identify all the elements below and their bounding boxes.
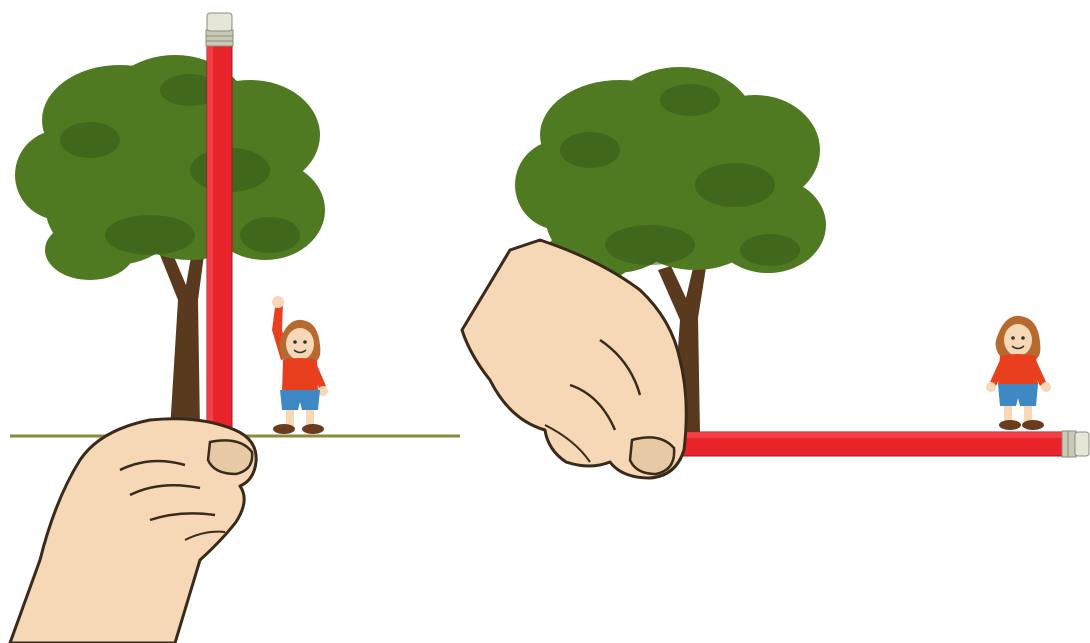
- left-panel: [8, 12, 460, 643]
- right-hand-icon: [460, 238, 688, 480]
- right-panel: [460, 67, 1090, 480]
- right-child-icon: [986, 315, 1051, 430]
- right-tree-icon: [515, 67, 826, 432]
- left-hand-icon: [8, 417, 258, 643]
- left-child-icon: [272, 296, 328, 434]
- right-pencil-icon: [675, 430, 1090, 458]
- left-tree-icon: [15, 55, 325, 430]
- left-pencil-icon: [205, 12, 234, 437]
